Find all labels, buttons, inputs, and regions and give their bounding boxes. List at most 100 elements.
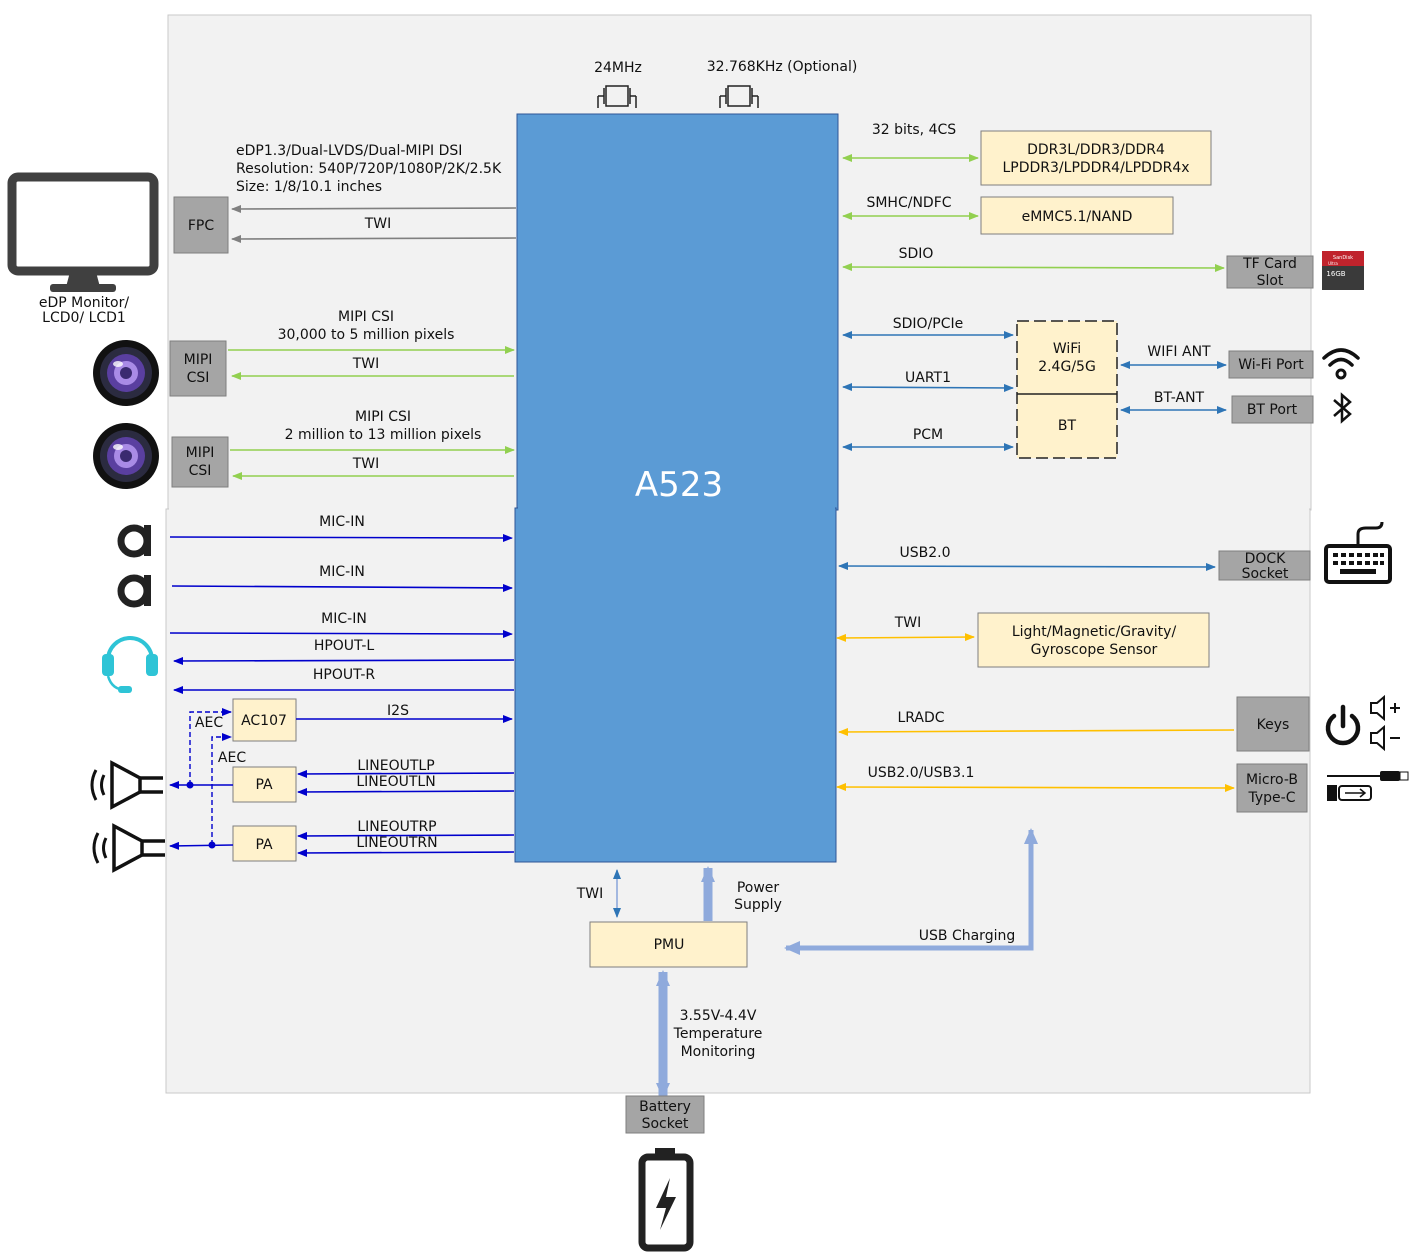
i2s-label: I2S	[387, 703, 409, 719]
pmu-block: PMU	[654, 937, 685, 953]
sdcard-icon: SanDisk Ultra 16GB	[1322, 251, 1364, 290]
power-button-icon	[1325, 704, 1361, 746]
keys-block: Keys	[1257, 717, 1290, 733]
volume-down-icon	[1370, 724, 1400, 752]
twi-label: TWI	[364, 216, 392, 232]
smhc-label: SMHC/NDFC	[866, 195, 951, 211]
camera-icon	[93, 340, 159, 406]
speaker-icon	[92, 823, 165, 873]
wifi-ant-label: WIFI ANT	[1147, 344, 1211, 360]
voltage-label: Monitoring	[681, 1044, 756, 1060]
usb3-label: USB2.0/USB3.1	[868, 765, 975, 781]
usb3-link: USB2.0/USB3.1 Micro-B Type-C	[836, 763, 1308, 813]
lineout-label: LINEOUTRP	[357, 819, 436, 835]
voltage-label: 3.55V-4.4V	[680, 1008, 757, 1024]
uart-label: UART1	[905, 370, 951, 386]
sensor-block: Gyroscope Sensor	[1031, 642, 1158, 658]
fpc-block: FPC	[188, 218, 214, 234]
lradc-label: LRADC	[897, 710, 944, 726]
csi-block: MIPI	[184, 352, 213, 368]
ddr-block: LPDDR3/LPDDR4/LPDDR4x	[1002, 160, 1189, 176]
ac107-block: AC107	[241, 713, 287, 729]
wireless-section: SDIO/PCIe UART1 PCM WiFi 2.4G/5G BT WIFI…	[842, 316, 1314, 459]
audio-section: MIC-IN MIC-IN MIC-IN HPOUT-L HPOUT-R AC1…	[169, 514, 515, 862]
power-supply-label: Power	[737, 880, 780, 896]
monitor-icon	[7, 172, 159, 292]
display-spec: Resolution: 540P/720P/1080P/2K/2.5K	[236, 161, 502, 177]
wifi-block: 2.4G/5G	[1038, 359, 1096, 375]
power-supply-label: Supply	[734, 897, 782, 913]
bus-label: 32 bits, 4CS	[872, 122, 956, 138]
hpout-label: HPOUT-R	[313, 667, 376, 683]
pa-block: PA	[255, 837, 273, 853]
aec-label: AEC	[195, 715, 223, 731]
bt-ant-label: BT-ANT	[1154, 390, 1205, 406]
microb-block: Micro-B	[1246, 772, 1298, 788]
sensor-link: TWI Light/Magnetic/Gravity/ Gyroscope Se…	[836, 612, 1210, 668]
crystal-label: 24MHz	[594, 60, 642, 76]
mic-label: MIC-IN	[321, 611, 367, 627]
lineout-label: LINEOUTLP	[357, 758, 434, 774]
aec-label: AEC	[218, 750, 246, 766]
pcm-label: PCM	[913, 427, 943, 443]
crystal-24mhz: 24MHz	[594, 60, 642, 108]
sdio-pcie-label: SDIO/PCIe	[893, 316, 964, 332]
soc-block: A523	[514, 113, 839, 863]
camera-icon	[93, 423, 159, 489]
wifi-icon	[1322, 348, 1360, 380]
dock-block: DOCK	[1245, 551, 1287, 567]
pa-block: PA	[255, 777, 273, 793]
wifi-block: WiFi	[1053, 341, 1081, 357]
lineout-label: LINEOUTRN	[356, 835, 437, 851]
speaker-icon	[90, 760, 163, 810]
display-spec: eDP1.3/Dual-LVDS/Dual-MIPI DSI	[236, 143, 462, 159]
headset-icon	[102, 636, 158, 693]
mic-label: MIC-IN	[319, 564, 365, 580]
twi-label: TWI	[352, 356, 380, 372]
usb-label: USB2.0	[899, 545, 950, 561]
mic-label: MIC-IN	[319, 514, 365, 530]
csi-label: MIPI CSI	[338, 309, 394, 325]
battery-block: Socket	[642, 1116, 689, 1132]
volume-up-icon	[1370, 694, 1400, 722]
usb-cable-icon	[1327, 771, 1409, 801]
power-section: TWI Power Supply PMU USB Charging 3.55V-…	[576, 828, 1038, 1134]
camera-csi-2: MIPI CSI 2 million to 13 million pixels …	[171, 409, 515, 488]
sensor-block: Light/Magnetic/Gravity/	[1012, 624, 1177, 640]
wifi-port-block: Wi-Fi Port	[1238, 357, 1304, 373]
display-section: eDP1.3/Dual-LVDS/Dual-MIPI DSI Resolutio…	[173, 143, 517, 254]
dock-block: Socket	[1242, 566, 1289, 582]
monitor-label: eDP Monitor/	[39, 295, 130, 311]
battery-block: Battery	[639, 1099, 691, 1115]
emmc-block: eMMC5.1/NAND	[1022, 209, 1133, 225]
memory-section: 32 bits, 4CS DDR3L/DDR3/DDR4 LPDDR3/LPDD…	[842, 122, 1314, 289]
crystal-label: 32.768KHz (Optional)	[707, 59, 858, 75]
sdcard-sub: Ultra	[1328, 261, 1338, 266]
display-spec: Size: 1/8/10.1 inches	[236, 179, 382, 195]
bluetooth-icon	[1333, 392, 1352, 424]
csi-block: CSI	[189, 463, 212, 479]
bt-block: BT	[1058, 418, 1077, 434]
sdio-label: SDIO	[899, 246, 934, 262]
soc-name: A523	[635, 465, 723, 505]
camera-csi-1: MIPI CSI 30,000 to 5 million pixels TWI …	[169, 309, 515, 397]
hpout-label: HPOUT-L	[314, 638, 375, 654]
csi-label: MIPI CSI	[355, 409, 411, 425]
microb-block: Type-C	[1248, 790, 1296, 806]
voltage-label: Temperature	[673, 1026, 763, 1042]
battery-icon	[638, 1148, 694, 1252]
monitor-label: LCD0/ LCD1	[42, 310, 126, 326]
sdcard-size: 16GB	[1326, 270, 1345, 278]
ddr-block: DDR3L/DDR3/DDR4	[1027, 142, 1165, 158]
csi-block: MIPI	[186, 445, 215, 461]
tf-block: Slot	[1257, 273, 1284, 289]
microphone-icon	[117, 574, 151, 608]
keyboard-icon	[1324, 521, 1392, 584]
twi-label: TWI	[352, 456, 380, 472]
twi-label: TWI	[576, 886, 604, 902]
sdcard-brand: SanDisk	[1333, 255, 1353, 261]
keys-link: LRADC Keys	[838, 696, 1310, 752]
tf-block: TF Card	[1242, 256, 1297, 272]
twi-label: TWI	[894, 615, 922, 631]
